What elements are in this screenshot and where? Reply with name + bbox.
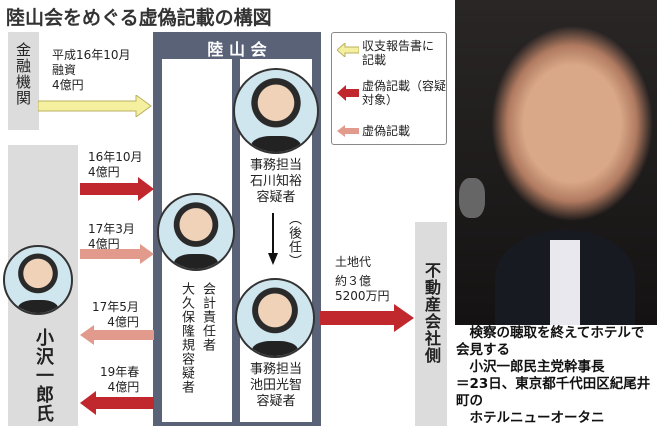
land-amount-2: 5200万円 bbox=[335, 289, 390, 303]
land-label: 土地代 約３億 5200万円 bbox=[335, 255, 390, 304]
ikeda-name: 池田光智 bbox=[249, 378, 302, 393]
legend-yellow-arrow bbox=[337, 43, 359, 57]
okubo-name: 大久保隆規容疑者 bbox=[179, 282, 194, 394]
ishikawa-label: 事務担当 石川知裕 容疑者 bbox=[240, 158, 312, 206]
land-title: 土地代 bbox=[335, 255, 372, 269]
bank-box: 金融機関 bbox=[8, 32, 39, 130]
ozawa-press-photo bbox=[455, 0, 657, 325]
shirt bbox=[550, 240, 580, 325]
ishikawa-role: 事務担当 bbox=[249, 158, 302, 173]
bank-flow-date: 平成16年10月 bbox=[52, 48, 131, 62]
okubo-role: 会計責任者 bbox=[200, 282, 215, 352]
photo-caption: 検察の聴取を終えてホテルで会見する 小沢一郎民主党幹事長 ＝23日、東京都千代田… bbox=[456, 325, 657, 427]
legend: 収支報告書に記載 虚偽記載（容疑対象） 虚偽記載 bbox=[331, 32, 447, 145]
successor-arrow bbox=[268, 213, 278, 265]
flow-date: 17年5月 bbox=[92, 300, 139, 314]
legend-red-arrow bbox=[337, 85, 359, 101]
rikuzankai-label: 陸 山 会 bbox=[207, 40, 267, 59]
ikeda-suffix: 容疑者 bbox=[256, 394, 296, 409]
ikeda-role: 事務担当 bbox=[249, 362, 302, 377]
ozawa-label: 小沢一郎氏 bbox=[33, 328, 54, 423]
flow-date: 17年3月 bbox=[88, 222, 135, 236]
realestate-box: 不動産会社側 bbox=[415, 222, 447, 426]
bank-flow-label: 平成16年10月 融資 4億円 bbox=[52, 48, 131, 93]
bank-flow-type: 融資 bbox=[52, 63, 77, 77]
loan-arrow bbox=[38, 95, 152, 117]
ikeda-photo bbox=[235, 278, 315, 358]
legend-pink-arrow bbox=[337, 125, 359, 137]
flow-date: 19年春 bbox=[100, 365, 140, 379]
land-arrow bbox=[320, 304, 414, 332]
caption-line: 検察の聴取を終えてホテルで会見する bbox=[456, 325, 645, 358]
ozawa-photo bbox=[3, 245, 73, 315]
flow-date: 16年10月 bbox=[88, 150, 143, 164]
caption-line: ＝23日、東京都千代田区紀尾井町の bbox=[456, 376, 651, 409]
caption-line: ホテルニューオータニ bbox=[456, 410, 605, 426]
flow-2-arrow bbox=[80, 244, 154, 264]
okubo-photo bbox=[157, 193, 235, 271]
flow-amount: 4億円 bbox=[107, 315, 139, 329]
ishikawa-name: 石川知裕 bbox=[249, 174, 302, 189]
microphone bbox=[459, 178, 485, 218]
flow-3-arrow bbox=[80, 325, 154, 345]
diagram-title: 陸山会をめぐる虚偽記載の構図 bbox=[6, 7, 272, 29]
flow-4-arrow bbox=[80, 391, 154, 415]
bank-flow-amount: 4億円 bbox=[52, 78, 84, 92]
land-amount-1: 約３億 bbox=[335, 274, 372, 288]
ishikawa-photo bbox=[233, 68, 319, 154]
flow-amount: 4億円 bbox=[88, 165, 120, 179]
legend-label-false: 虚偽記載 bbox=[362, 124, 411, 138]
flow-amount: 4億円 bbox=[88, 237, 120, 251]
flow-1-arrow bbox=[80, 177, 154, 201]
legend-label-false-suspect: 虚偽記載（容疑対象） bbox=[362, 79, 447, 107]
caption-line: 小沢一郎民主党幹事長 bbox=[456, 359, 605, 375]
flow-amount: 4億円 bbox=[107, 380, 140, 394]
legend-label-recorded: 収支報告書に記載 bbox=[362, 39, 435, 67]
successor-label: （後任） bbox=[286, 212, 301, 268]
ikeda-label: 事務担当 池田光智 容疑者 bbox=[240, 362, 312, 410]
ishikawa-suffix: 容疑者 bbox=[256, 190, 296, 205]
